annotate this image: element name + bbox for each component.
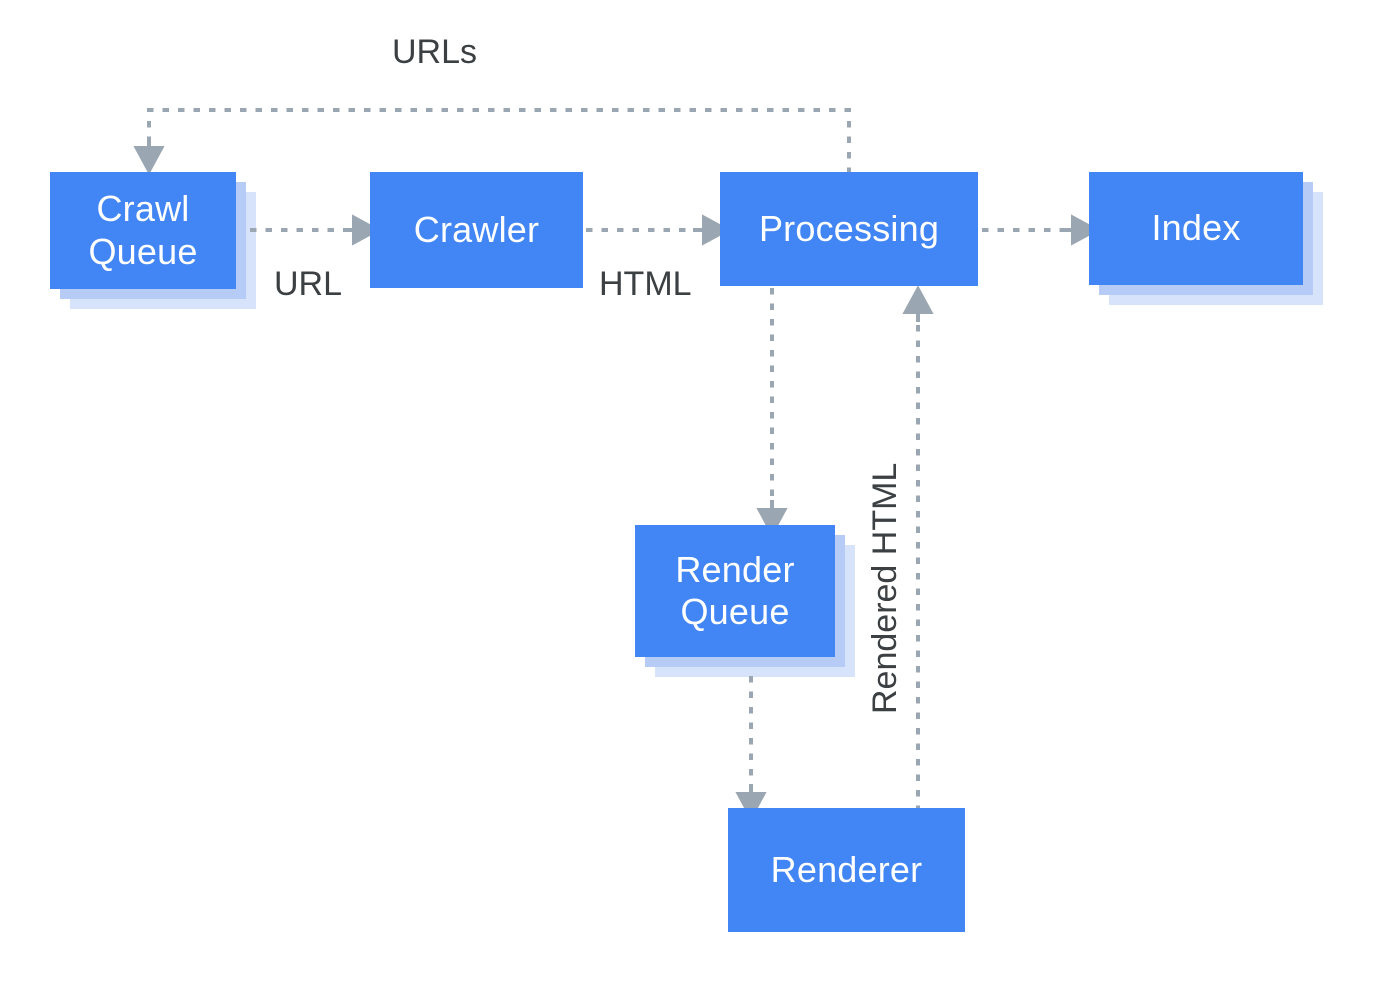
node-crawler[interactable]: Crawler bbox=[370, 172, 583, 288]
edge-urls-feedback bbox=[133, 108, 851, 175]
node-crawl-queue-label-line2: Queue bbox=[88, 230, 198, 272]
node-crawl-queue-label-line1: Crawl bbox=[96, 188, 190, 230]
edge-label-html: HTML bbox=[599, 265, 692, 303]
node-processing[interactable]: Processing bbox=[720, 172, 978, 286]
node-index[interactable]: Index bbox=[1089, 172, 1303, 285]
edge-label-rendered-html: Rendered HTML bbox=[866, 462, 904, 714]
node-render-queue[interactable]: Render Queue bbox=[635, 525, 835, 657]
node-processing-label: Processing bbox=[758, 207, 940, 249]
node-renderer[interactable]: Renderer bbox=[728, 808, 965, 932]
node-crawler-label: Crawler bbox=[413, 208, 540, 250]
node-crawl-queue[interactable]: Crawl Queue bbox=[50, 172, 236, 289]
node-render-queue-label-line2: Queue bbox=[680, 591, 790, 632]
node-render-queue-label-line1: Render bbox=[675, 548, 795, 590]
node-index-label: Index bbox=[1151, 207, 1241, 249]
edge-label-urls: URLs bbox=[392, 33, 478, 71]
node-renderer-label: Renderer bbox=[770, 848, 923, 890]
edge-label-url: URL bbox=[274, 265, 343, 303]
